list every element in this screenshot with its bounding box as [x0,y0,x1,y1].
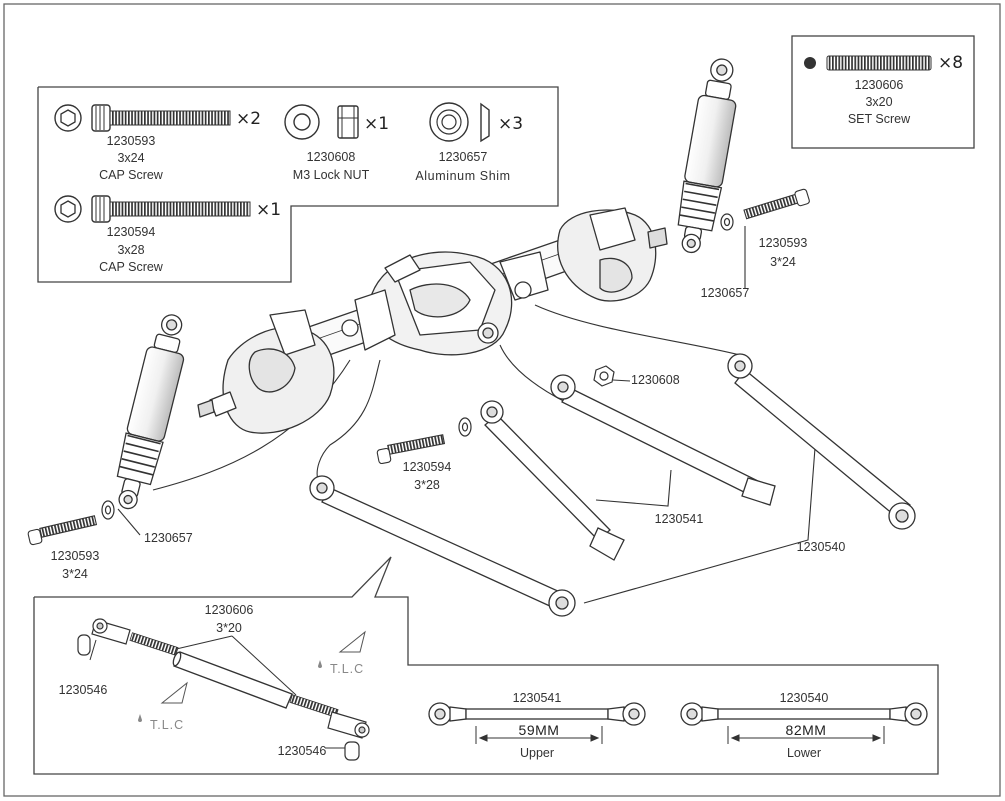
aluminum-shim-qty: ×3 [498,114,524,134]
screw-mid [376,434,446,465]
cap-screw-3x24-icon [54,104,231,132]
aluminum-shim-part: 1230657 [438,150,488,164]
set-screw-name: SET Screw [847,112,911,126]
inset-rodend-top-label: 1230546 [58,683,108,697]
lower-sample-part: 1230540 [779,691,829,705]
screw-right [743,188,810,220]
nut [593,365,615,387]
screw-right-size-label: 3*24 [770,255,796,269]
cap-screw-3x24-name: CAP Screw [99,168,163,182]
upper-sample-length: 59MM [518,722,560,738]
set-screw-icon [804,55,932,71]
screw-right-part-label: 1230593 [758,236,808,250]
lower-sample-name: Lower [786,746,822,760]
upper-dimension [475,726,603,744]
inset-rodend-bottom-label: 1230546 [277,744,327,758]
upper-link-2 [480,400,625,561]
aluminum-shim-name: Aluminum Shim [415,169,511,183]
lock-nut-name: M3 Lock NUT [292,168,370,182]
lower-sample-length: 82MM [785,722,827,738]
upper-link-sample [428,702,646,726]
set-screw-qty: ×8 [938,53,964,73]
cap-screw-3x28-part: 1230594 [106,225,156,239]
lower-link-sample [680,702,928,726]
aluminum-shim-icon [429,102,490,143]
tlc-right-label: T.L.C [330,662,365,676]
inset-setscrew-right [289,694,339,718]
cap-screw-3x24-size: 3x24 [117,151,145,165]
inset-setscrew-size: 3*20 [216,621,242,635]
rod-end-top [77,618,131,656]
set-screw-part: 1230606 [854,78,904,92]
upper-sample-part: 1230541 [512,691,562,705]
screw-mid-part-label: 1230594 [402,460,452,474]
leader-lines [117,226,816,604]
screw-left-size-label: 3*24 [62,567,88,581]
page-frame [3,3,1001,797]
lock-nut-part: 1230608 [306,150,356,164]
set-screw-box [791,35,975,149]
lower-link-2 [309,475,576,617]
detail-inset-frame [33,556,939,775]
glue-bottle-right-icon [318,630,366,668]
shim-right-label: 1230657 [700,286,750,300]
axle-assembly [197,207,668,434]
inset-leaders [89,635,350,749]
upper-sample-name: Upper [519,746,555,760]
screw-left-part-label: 1230593 [50,549,100,563]
cap-screw-3x28-name: CAP Screw [99,260,163,274]
lock-nut-icon [284,104,359,140]
inset-tube [172,651,293,709]
upper-link-label: 1230541 [654,512,704,526]
cap-screw-3x28-qty: ×1 [256,200,282,220]
lower-dimension [727,726,885,744]
right-shock [677,58,737,254]
set-screw-size: 3x20 [865,95,893,109]
hardware-box [37,86,559,283]
nut-label: 1230608 [631,373,680,387]
lower-link-label: 1230540 [796,540,846,554]
glue-bottle-left-icon [138,681,188,722]
lower-link-1 [727,353,916,530]
upper-link-1 [550,374,776,506]
shim-left [101,500,115,520]
cap-screw-3x24-qty: ×2 [236,109,262,129]
shim-right [720,213,734,231]
inset-setscrew-part: 1230606 [204,603,254,617]
tlc-left-label: T.L.C [150,718,185,732]
screw-mid-size-label: 3*28 [414,478,440,492]
cap-screw-3x24-part: 1230593 [106,134,156,148]
lock-nut-qty: ×1 [364,114,390,134]
screw-left [27,515,98,546]
shim-left-label: 1230657 [144,531,193,545]
cap-screw-3x28-icon [54,195,251,223]
shim-mid [458,417,472,437]
rod-end-bottom [327,711,370,761]
cap-screw-3x28-size: 3x28 [117,243,145,257]
inset-setscrew-left [129,632,179,656]
left-shock [116,314,185,510]
